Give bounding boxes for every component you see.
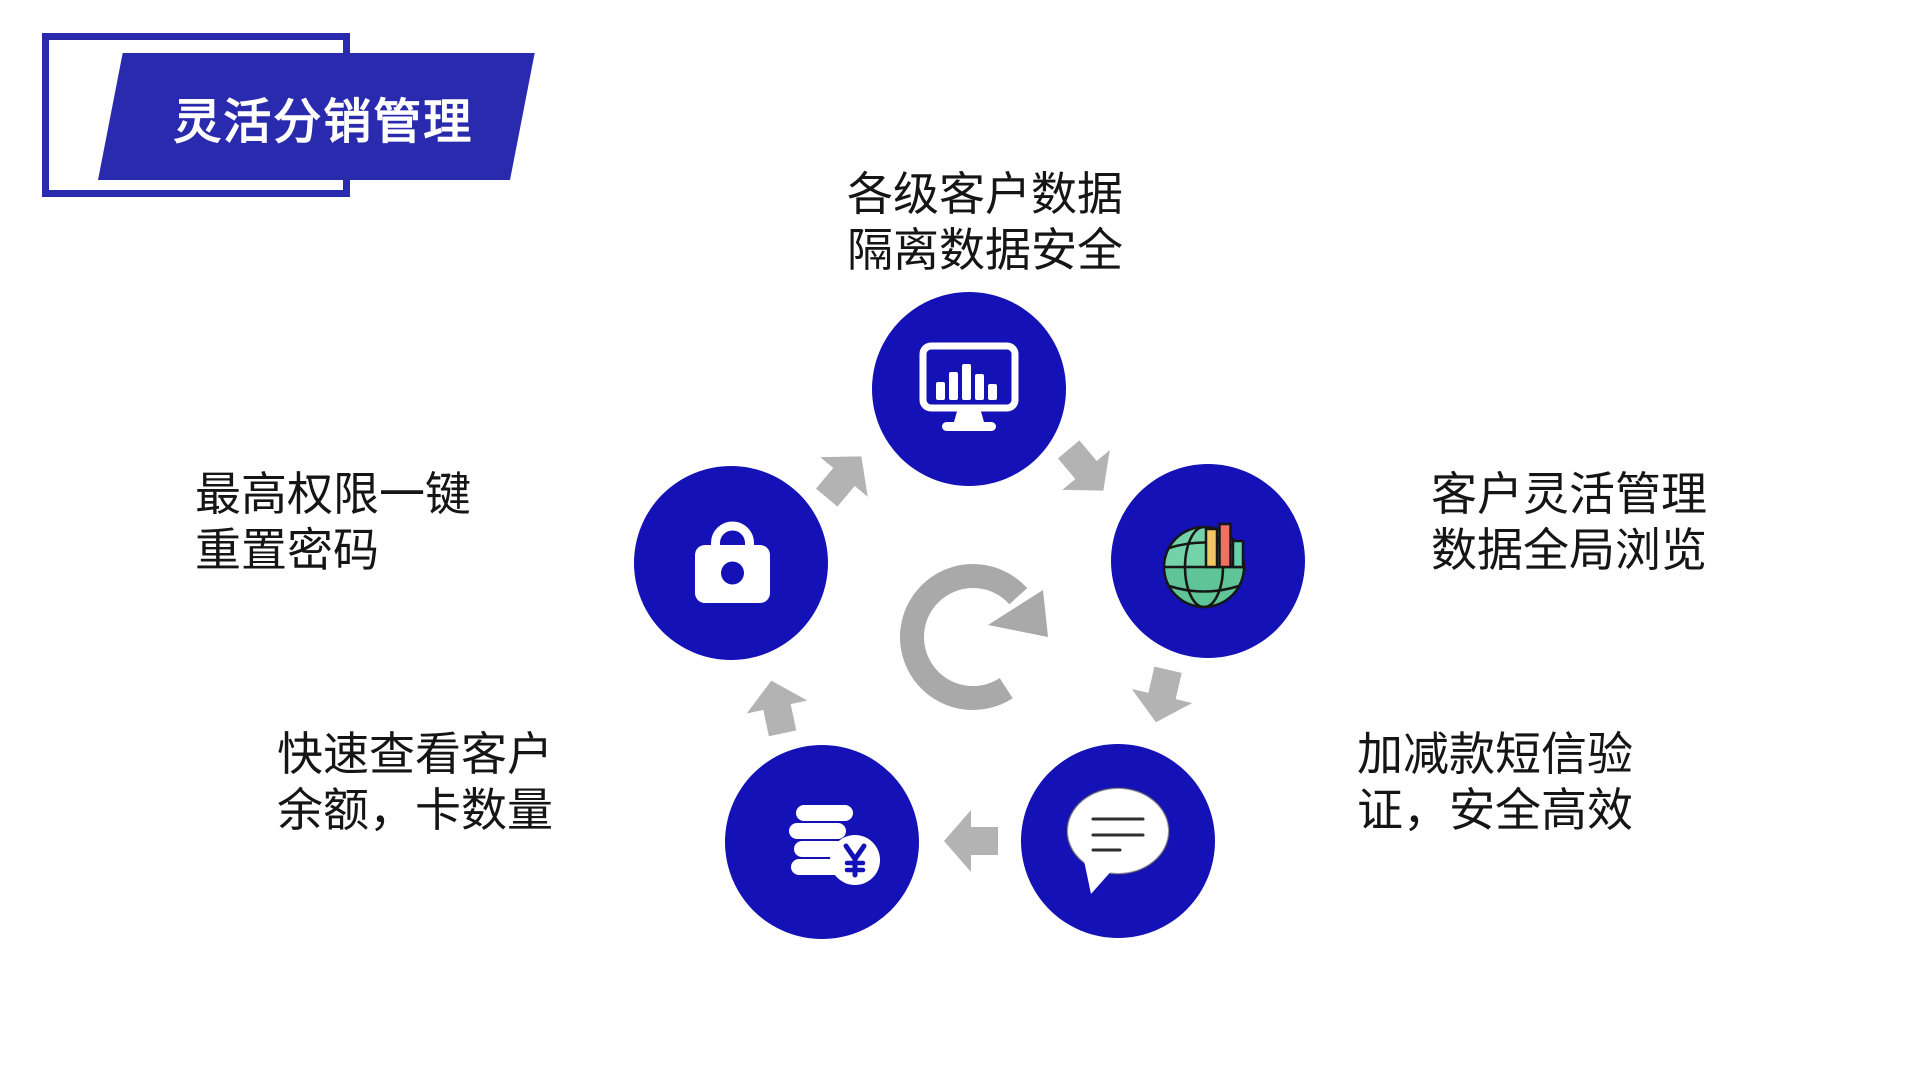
- label-line: 重置密码: [195, 524, 379, 576]
- arrow-coins-to-lock-icon: [746, 680, 808, 737]
- label-flexible-management: 客户灵活管理 数据全局浏览: [1431, 466, 1707, 578]
- page-title: 灵活分销管理: [173, 95, 474, 149]
- node-data-isolation: [872, 292, 1066, 486]
- label-line: 快速查看客户: [277, 728, 553, 780]
- refresh-cycle-icon: [900, 564, 1048, 710]
- arrow-globe-to-speech-icon: [1131, 666, 1193, 723]
- label-data-isolation: 各级客户数据 隔离数据安全: [700, 166, 1270, 278]
- node-password-reset: [634, 466, 828, 660]
- label-line: 余额，卡数量: [277, 784, 553, 836]
- title-plate: 灵活分销管理: [98, 53, 535, 180]
- monitor-bar-chart-icon: [919, 342, 1019, 431]
- label-line: 各级客户数据: [847, 168, 1123, 220]
- sms-speech-bubble-icon: [1066, 787, 1170, 894]
- label-line: 隔离数据安全: [847, 224, 1123, 276]
- node-flexible-management: [1111, 464, 1305, 658]
- arrow-speech-to-coins-icon: [944, 810, 998, 872]
- label-line: 最高权限一键: [195, 468, 471, 520]
- label-quick-balance-view: 快速查看客户 余额，卡数量: [277, 726, 553, 838]
- arrow-monitor-to-globe-icon: [1057, 440, 1110, 491]
- lock-icon: [695, 521, 770, 603]
- label-line: 数据全局浏览: [1431, 524, 1707, 576]
- coins-yuan-icon: [789, 805, 880, 885]
- globe-bar-chart-icon: [1162, 522, 1246, 609]
- label-line: 客户灵活管理: [1431, 468, 1707, 520]
- label-password-reset: 最高权限一键 重置密码: [195, 466, 471, 578]
- label-line: 证，安全高效: [1357, 784, 1633, 836]
- label-line: 加减款短信验: [1357, 728, 1633, 780]
- arrow-lock-to-monitor-icon: [815, 456, 868, 507]
- label-sms-verification: 加减款短信验 证，安全高效: [1357, 726, 1633, 838]
- node-quick-balance-view: [725, 745, 919, 939]
- node-sms-verification: [1021, 744, 1215, 938]
